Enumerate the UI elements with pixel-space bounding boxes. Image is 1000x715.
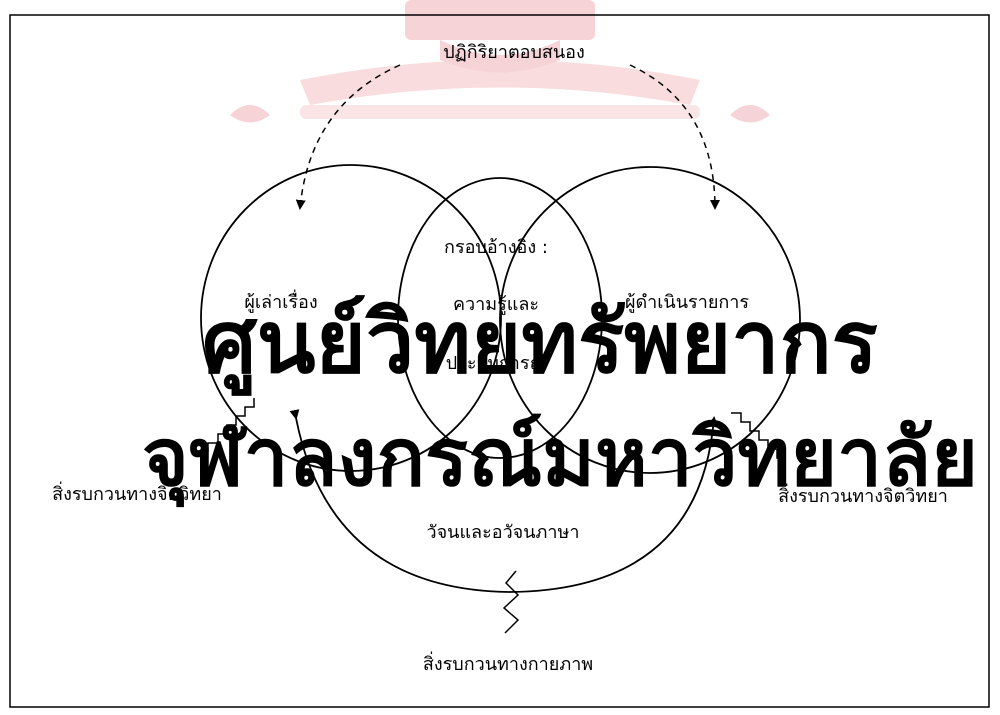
right-circle [499, 166, 801, 474]
right-noise-zigzag [731, 412, 785, 466]
center-label-line-1: กรอบอ้างอิง : [444, 237, 548, 258]
right-circle-label: ผู้ดำเนินรายการ [625, 292, 749, 313]
diagram-border [9, 14, 990, 708]
reaction-arrow-left [295, 64, 401, 210]
watermark-emblem [230, 0, 770, 123]
center-label-line-3: ประสบการณ์ [446, 353, 547, 374]
left-circle-label: ผู้เล่าเรื่อง [244, 289, 317, 313]
watermark-line-2: จุฬาลงกรณ์มหาวิทยาลัย [142, 411, 978, 508]
right-noise-label: สิ่งรบกวนทางจิตวิทยา [778, 483, 948, 507]
center-circle [397, 177, 603, 459]
watermark-line-1: ศูนย์วิทยทรัพยากร [202, 293, 878, 396]
bottom-arc-label: วัจนและอวัจนภาษา [427, 522, 580, 543]
left-noise-zigzag [207, 398, 255, 452]
top-label: ปฏิกิริยาตอบสนอง [443, 42, 585, 63]
bottom-noise-zigzag [502, 570, 520, 634]
bottom-noise-label: สิ่งรบกวนทางกายภาพ [423, 651, 593, 675]
language-arc [289, 409, 719, 593]
left-noise-label: สิ่งรบกวนทางจิตวิทยา [52, 481, 222, 505]
center-label-line-2: ความรู้และ [453, 294, 539, 315]
left-circle [200, 164, 502, 472]
watermark: ศูนย์วิทยทรัพยากร จุฬาลงกรณ์มหาวิทยาลัย [142, 0, 978, 508]
